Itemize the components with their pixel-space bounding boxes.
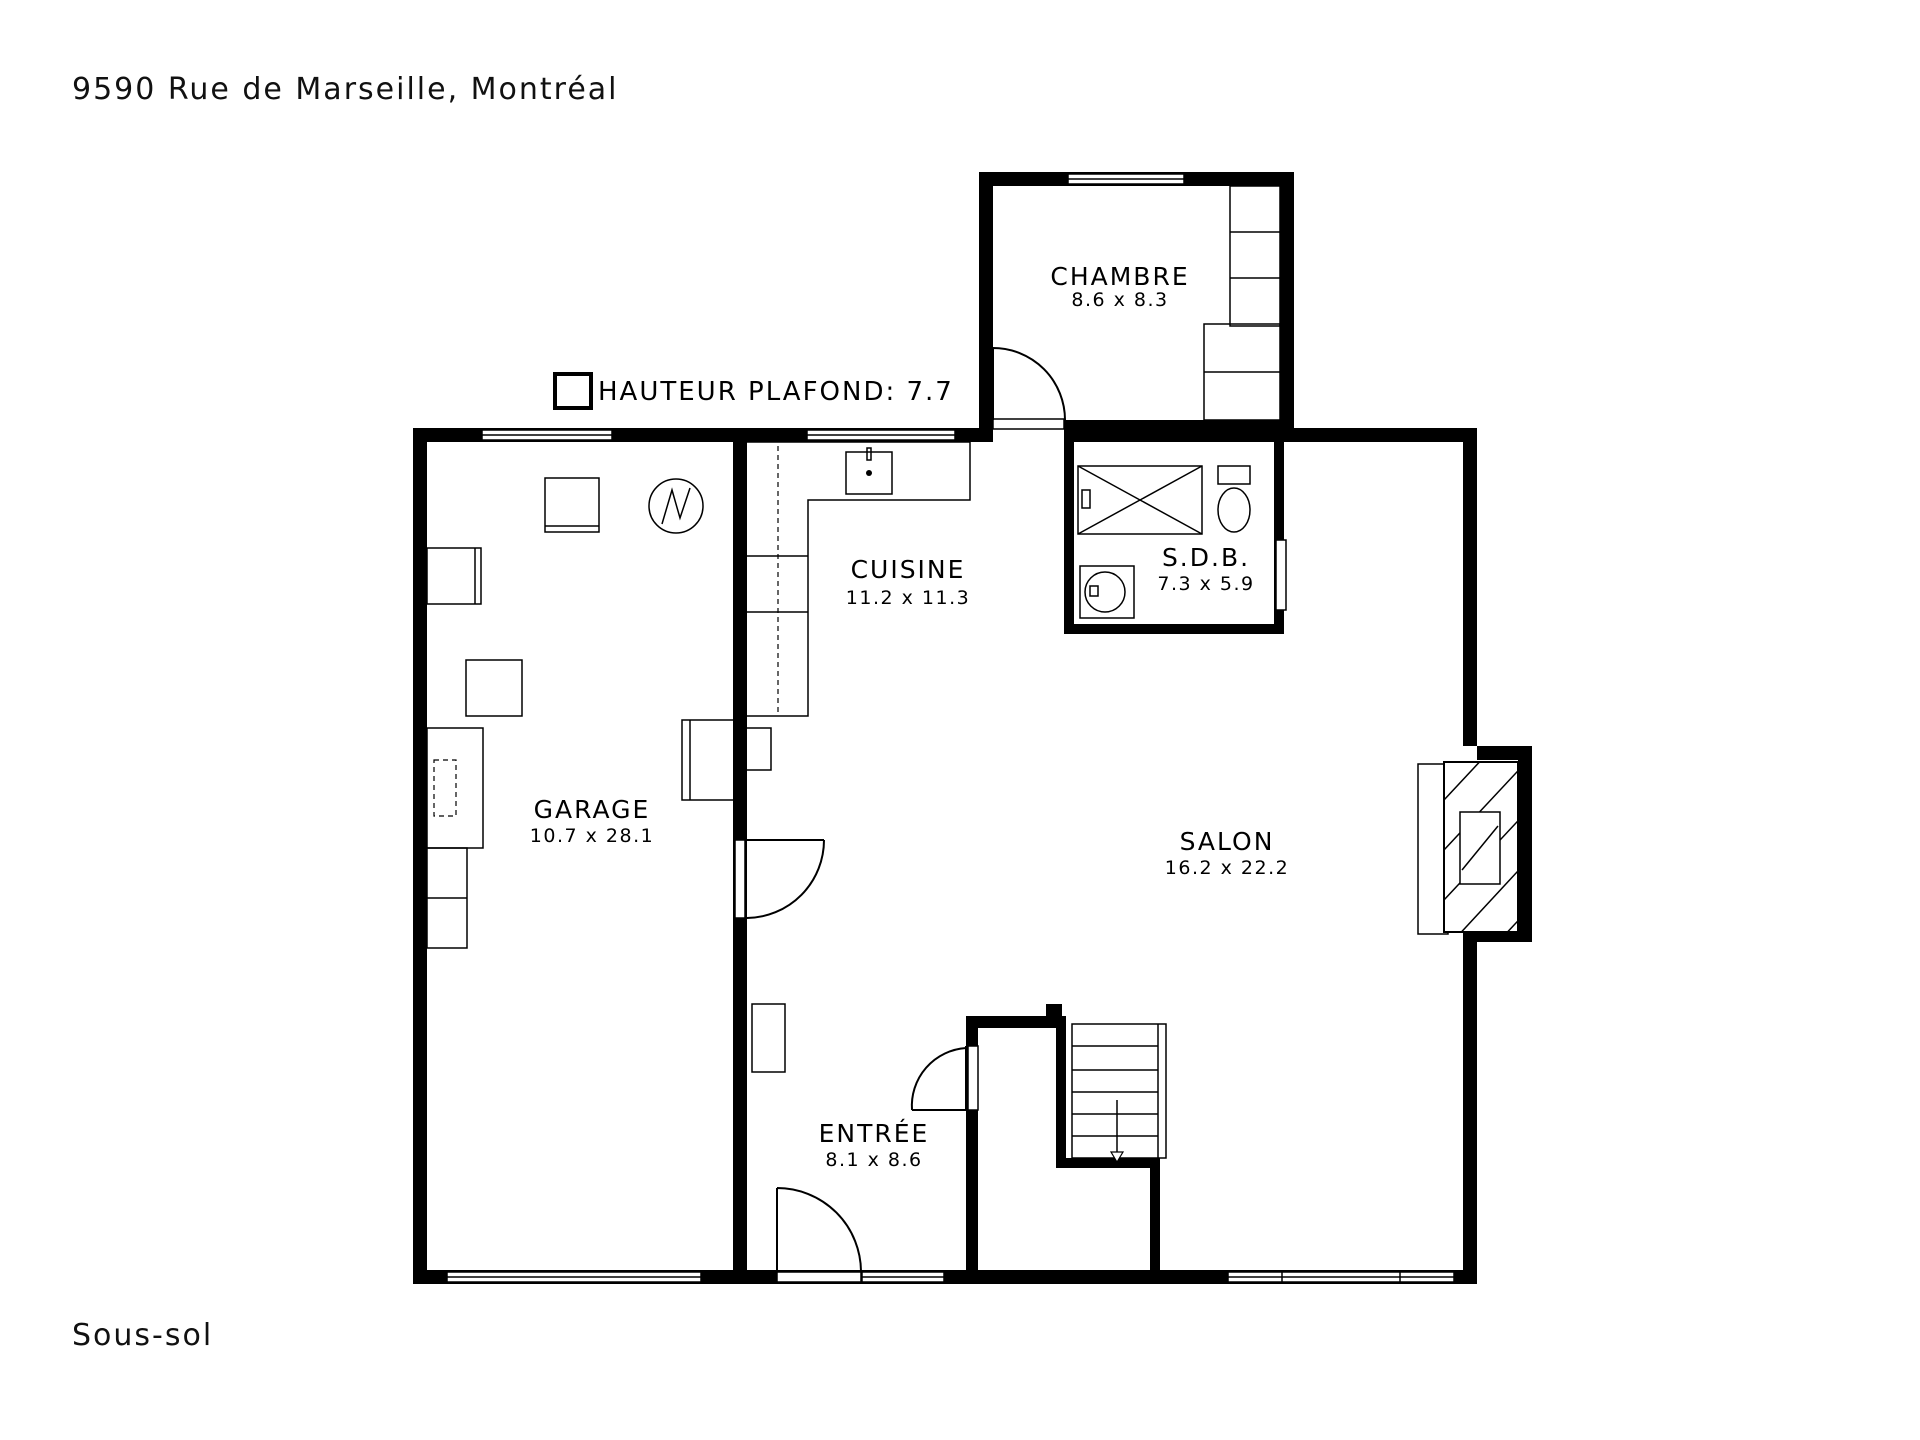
garage-box [544, 477, 600, 533]
door-opening-stair [967, 1045, 979, 1111]
kitchen-appliance [738, 727, 772, 771]
floor-level-label: Sous-sol [72, 1318, 214, 1353]
walls [413, 172, 1532, 1284]
room-dims-cuisine: 11.2 x 11.3 [846, 587, 970, 609]
toilet-bowl [1217, 487, 1251, 533]
garage-fixtures [426, 477, 741, 949]
room-dims-salon: 16.2 x 22.2 [1165, 857, 1289, 879]
kitchen-counter [747, 441, 971, 717]
chambre-fixtures [1203, 185, 1281, 421]
wall-stair-inner [1056, 1016, 1066, 1168]
doors [734, 347, 1066, 1283]
room-dims-sdb: 7.3 x 5.9 [1157, 573, 1254, 595]
wall-stair-bottom [1056, 1158, 1156, 1168]
door-stair [910, 1046, 967, 1111]
shelving-unit [1229, 185, 1281, 327]
window-sdb [1275, 539, 1287, 611]
staircase [1071, 1023, 1167, 1159]
water-heater [648, 478, 704, 534]
bathroom-fixtures [1077, 465, 1251, 619]
room-dims-entree: 8.1 x 8.6 [825, 1149, 922, 1171]
windows [446, 173, 1455, 1283]
room-dims-garage: 10.7 x 28.1 [530, 825, 654, 847]
garage-workbench [681, 719, 741, 801]
room-name-salon: SALON [1180, 827, 1275, 856]
room-name-garage: GARAGE [534, 795, 651, 824]
wall-stair-east [1150, 1158, 1160, 1284]
entree-bench [751, 1003, 786, 1073]
kitchen-fixtures [738, 441, 971, 1073]
room-name-entree: ENTRÉE [819, 1119, 930, 1148]
address-title: 9590 Rue de Marseille, Montréal [72, 72, 619, 107]
room-name-cuisine: CUISINE [851, 555, 966, 584]
room-dims-chambre: 8.6 x 8.3 [1071, 289, 1168, 311]
garage-box-2 [465, 659, 523, 717]
door-entree [776, 1187, 862, 1273]
garage-shelf-1 [426, 547, 482, 605]
door-opening-entree [776, 1271, 862, 1283]
kitchen-sink [845, 451, 893, 495]
ceiling-height-note: HAUTEUR PLAFOND: 7.7 [553, 372, 954, 410]
wall-east-upper [1463, 428, 1477, 746]
wall-chambre-south [1064, 420, 1294, 442]
door-opening-garage [734, 839, 746, 919]
door-chambre [992, 347, 1066, 421]
garage-cabinet [426, 727, 484, 849]
bathroom-sink [1079, 565, 1135, 619]
wall-west [413, 428, 427, 1284]
wall-bump-east [1518, 746, 1532, 942]
room-name-sdb: S.D.B. [1162, 543, 1250, 572]
wall-sdb-west [1064, 428, 1074, 634]
room-labels: CHAMBRE 8.6 x 8.3 CUISINE 11.2 x 11.3 S.… [530, 262, 1289, 1171]
stair-down-arrow-icon [1109, 1151, 1125, 1164]
wall-sdb-east [1274, 428, 1284, 634]
wall-east-lower [1463, 930, 1477, 1284]
wall-chambre-west [979, 172, 993, 442]
fireplace [1417, 761, 1519, 935]
wall-chambre-east [1280, 172, 1294, 442]
wall-stair-north [966, 1016, 1062, 1028]
ceiling-height-label: HAUTEUR PLAFOND: 7.7 [598, 377, 954, 407]
room-name-chambre: CHAMBRE [1050, 262, 1189, 291]
stairs [1071, 1023, 1167, 1164]
shower [1077, 465, 1203, 535]
door-opening-chambre [992, 418, 1065, 430]
ceiling-height-icon [553, 372, 593, 410]
wall-sdb-south [1064, 624, 1284, 634]
toilet-tank [1217, 465, 1251, 485]
door-garage [746, 839, 825, 919]
